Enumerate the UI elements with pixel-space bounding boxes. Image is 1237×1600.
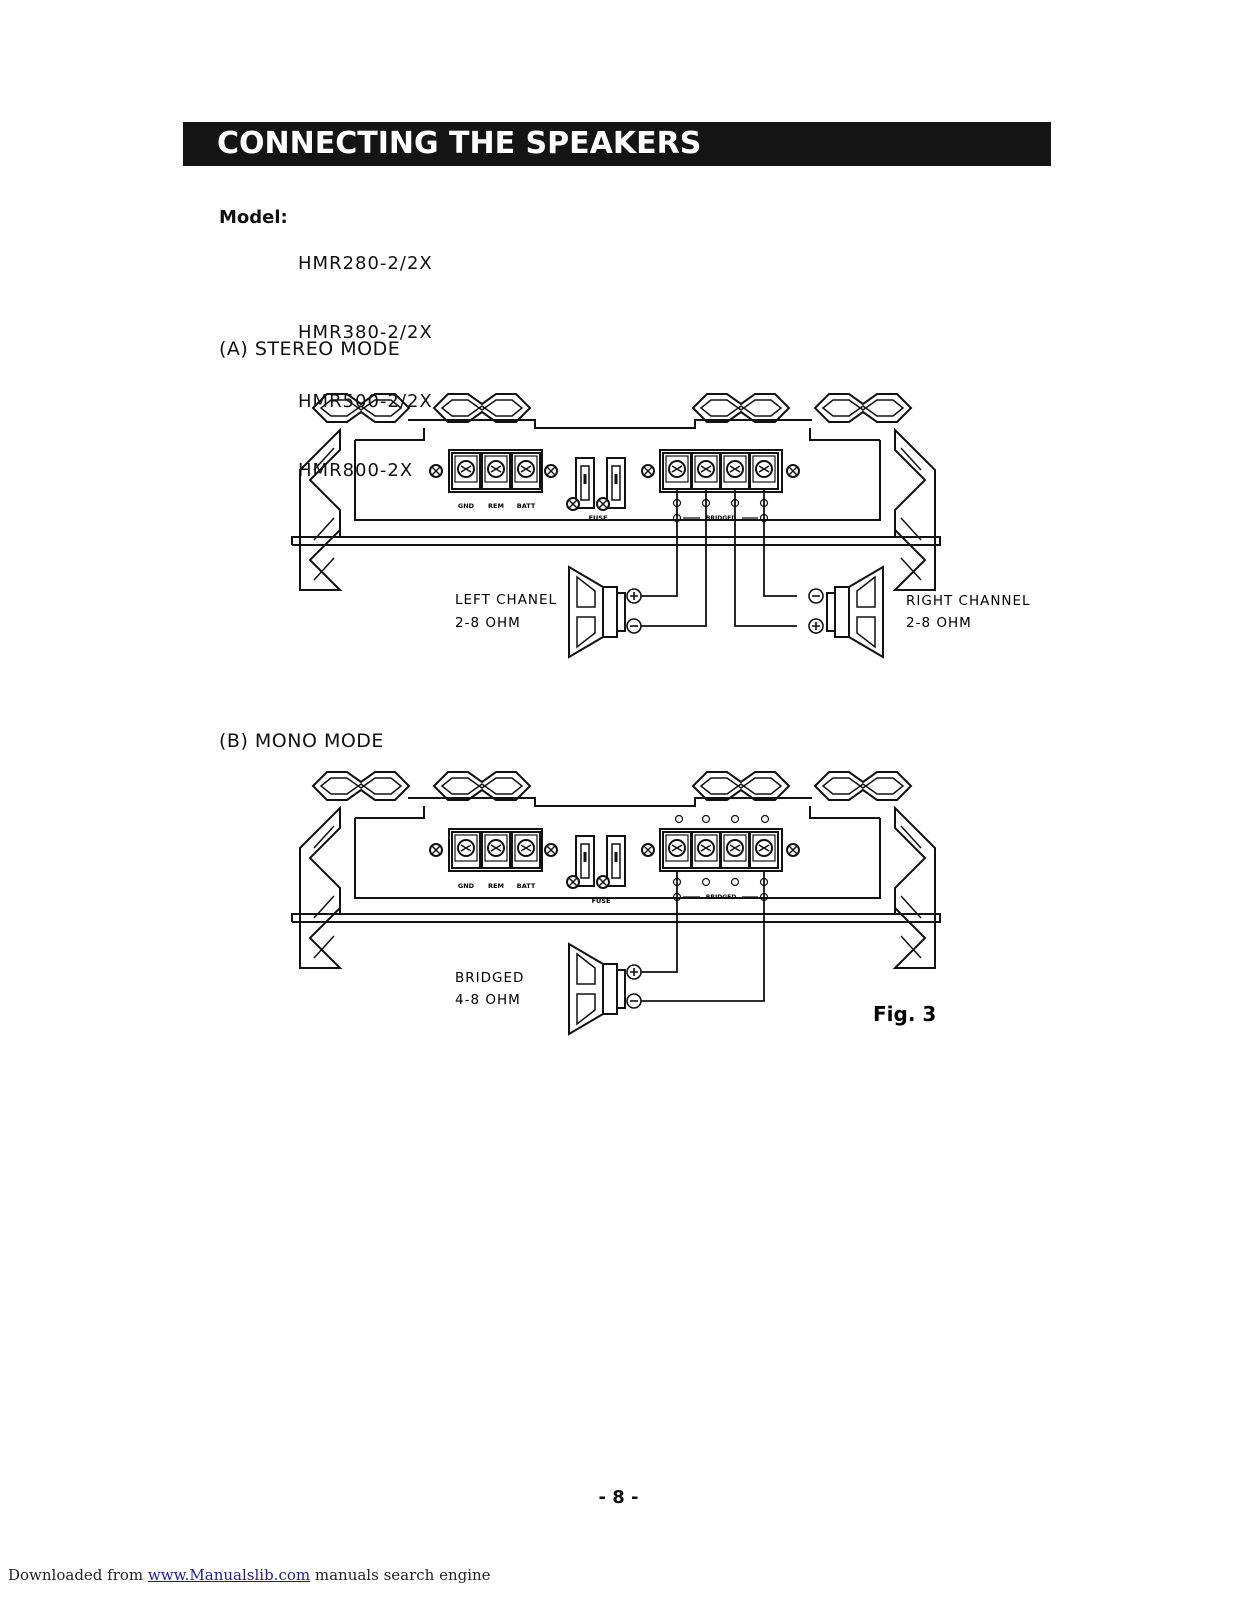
gnd-label: GND (458, 882, 475, 890)
figure-label: Fig. 3 (873, 1002, 936, 1026)
page-title: CONNECTING THE SPEAKERS (183, 122, 1051, 166)
right-speaker (808, 566, 884, 658)
mono-wires (641, 870, 765, 1002)
minus-icon (626, 993, 642, 1009)
page-number: - 8 - (598, 1487, 639, 1508)
left-channel-label: LEFT CHANEL (455, 592, 557, 608)
left-channel-ohm: 2-8 OHM (455, 615, 521, 631)
bridged-speaker-label: BRIDGED (455, 970, 524, 986)
footer: Downloaded from www.Manualslib.com manua… (8, 1566, 491, 1584)
fuse-label: FUSE (592, 897, 611, 905)
footer-prefix: Downloaded from (8, 1566, 148, 1584)
stereo-mode-title: (A) STEREO MODE (219, 338, 401, 360)
mono-mode-title: (B) MONO MODE (219, 730, 384, 752)
rem-label: REM (488, 882, 504, 890)
right-channel-ohm: 2-8 OHM (906, 615, 972, 631)
minus-icon (808, 588, 824, 604)
bridged-speaker-ohm: 4-8 OHM (455, 992, 521, 1008)
fuse-label: FUSE (589, 514, 608, 522)
mono-amplifier: GND REM BATT FUSE BRIDGED (291, 771, 941, 969)
stereo-amplifier: GND REM BATT FUSE BRIDGED (291, 393, 941, 591)
plus-icon (626, 588, 642, 604)
batt-label: BATT (517, 502, 536, 510)
bridged-speaker (568, 943, 642, 1035)
model-label: Model: (219, 207, 288, 228)
model-item: HMR380-2/2X (298, 322, 433, 343)
left-speaker (568, 566, 642, 658)
plus-icon (626, 964, 642, 980)
stereo-wires (641, 490, 797, 627)
gnd-label: GND (458, 502, 475, 510)
manualslib-link[interactable]: www.Manualslib.com (147, 1566, 311, 1584)
batt-label: BATT (517, 882, 536, 890)
bridged-label: BRIDGED (706, 515, 736, 522)
minus-icon (626, 618, 642, 634)
bridged-label: BRIDGED (706, 894, 736, 901)
footer-suffix: manuals search engine (310, 1566, 491, 1584)
plus-icon (808, 618, 824, 634)
right-channel-label: RIGHT CHANNEL (906, 593, 1031, 609)
rem-label: REM (488, 502, 504, 510)
model-item: HMR280-2/2X (298, 253, 433, 274)
